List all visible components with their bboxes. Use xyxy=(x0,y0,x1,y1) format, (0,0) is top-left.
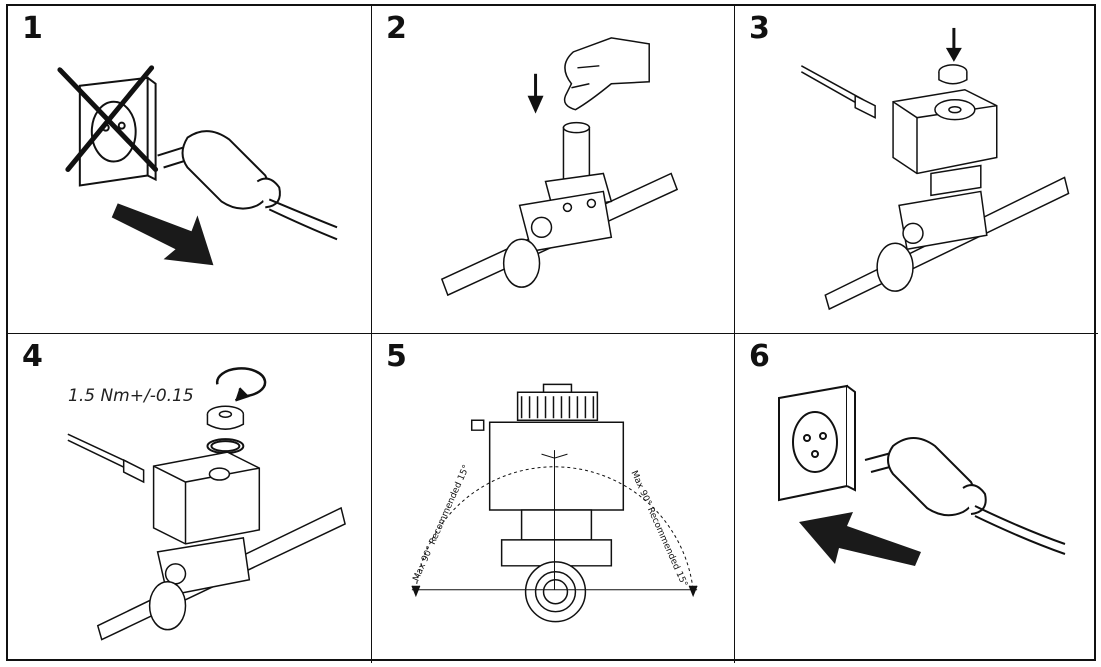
down-arrow-icon xyxy=(945,27,962,62)
step-panel-2: 2 xyxy=(372,6,735,334)
cross-out-icon xyxy=(57,65,159,172)
coil-icon xyxy=(67,433,261,545)
step-number: 5 xyxy=(386,339,407,374)
rotate-arrow-icon xyxy=(215,367,267,402)
step-panel-1: 1 xyxy=(8,6,372,334)
nut-icon xyxy=(938,64,968,85)
step-6-illustration xyxy=(778,384,1066,566)
step-panel-3: 3 xyxy=(735,6,1098,334)
step-1-illustration xyxy=(57,65,338,266)
wall-socket-icon xyxy=(778,384,856,502)
installation-steps-grid: 1 2 xyxy=(6,4,1098,663)
right-angle-label: Max 90° Recommended 15° xyxy=(629,469,689,588)
torque-label: 1.5 Nm+/-0.15 xyxy=(68,386,194,406)
pull-arrow-icon xyxy=(111,203,214,266)
step-panel-4: 4 1.5 Nm+/-0.15 xyxy=(8,334,372,663)
nut-icon xyxy=(206,405,245,430)
solenoid-valve-body-icon xyxy=(824,164,1070,311)
step-number: 4 xyxy=(22,339,43,374)
step-number: 2 xyxy=(386,11,407,46)
solenoid-valve-body-icon xyxy=(440,121,679,297)
down-arrow-icon xyxy=(527,73,544,114)
hand-icon xyxy=(563,37,650,111)
step-5-illustration: Max 90° Recommended 15° Max 90° Recommen… xyxy=(411,383,698,623)
step-panel-5: 5 Max 90° Recomme xyxy=(372,334,735,663)
angle-arc-icon xyxy=(411,450,698,598)
step-number: 6 xyxy=(749,339,770,374)
step-2-illustration xyxy=(440,37,679,297)
step-4-illustration xyxy=(67,367,346,641)
solenoid-valve-body-icon xyxy=(96,506,346,641)
left-angle-label: Max 90° Recommended 15° xyxy=(411,464,471,583)
step-number: 1 xyxy=(22,11,43,46)
coil-icon xyxy=(800,65,998,175)
plug-icon xyxy=(157,130,338,241)
step-panel-6: 6 xyxy=(735,334,1098,663)
plug-icon xyxy=(864,437,1066,555)
step-3-illustration xyxy=(800,27,1070,311)
o-ring-icon xyxy=(206,438,245,455)
push-arrow-icon xyxy=(799,512,921,566)
valve-front-view-icon xyxy=(470,383,625,623)
step-number: 3 xyxy=(749,11,770,46)
